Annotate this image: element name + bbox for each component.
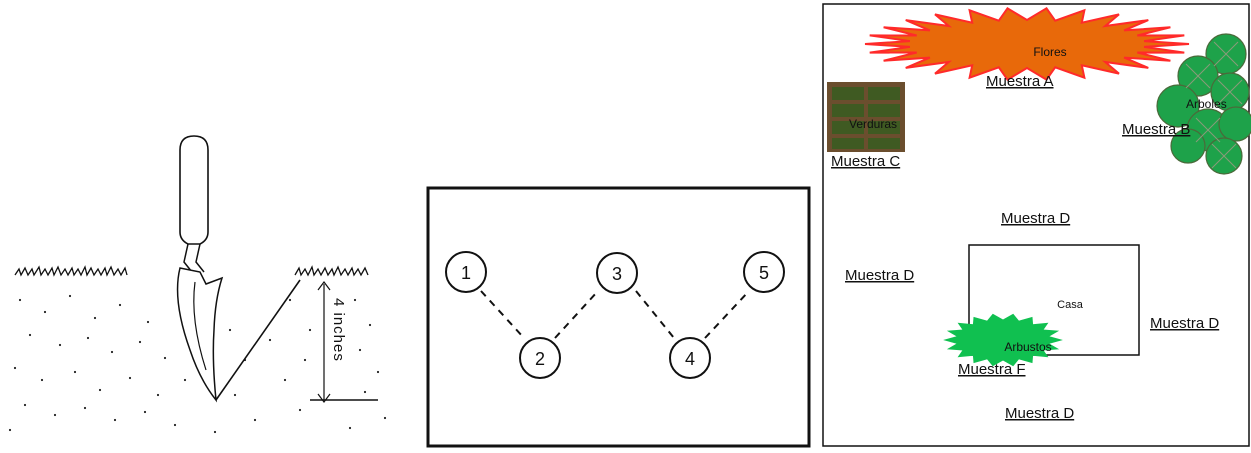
soil-dots xyxy=(8,294,387,434)
sample-point-2: 2 xyxy=(519,337,561,379)
zigzag-frame xyxy=(426,186,811,448)
sample-point-1: 1 xyxy=(445,251,487,293)
yard-map-panel: Flores Arboles xyxy=(822,3,1251,447)
svg-text:2: 2 xyxy=(535,349,545,369)
svg-text:4: 4 xyxy=(685,349,695,369)
arbustos-label: Arbustos xyxy=(1004,340,1051,354)
zigzag-path xyxy=(480,290,750,339)
trowel-blade-edge xyxy=(193,281,207,371)
sample-point-4: 4 xyxy=(669,337,711,379)
trees-cross-marks xyxy=(1185,41,1243,169)
grass-right xyxy=(294,265,369,277)
grass-left xyxy=(14,265,128,277)
sample-label-d-bottom: Muestra D xyxy=(1005,405,1074,422)
verduras-label: Verduras xyxy=(849,117,897,131)
casa-label: Casa xyxy=(1057,299,1084,311)
flower-bed-shape xyxy=(864,6,1190,82)
sample-label-c: Muestra C xyxy=(831,153,900,170)
sample-label-b: Muestra B xyxy=(1122,121,1190,138)
house-outline xyxy=(968,244,1140,356)
sample-label-a: Muestra A xyxy=(986,73,1054,90)
trowel-neck xyxy=(183,243,205,273)
sample-label-d-top: Muestra D xyxy=(1001,210,1070,227)
svg-text:3: 3 xyxy=(612,264,622,284)
trowel-panel: 4 inches xyxy=(8,135,387,434)
vegetable-garden xyxy=(827,82,905,152)
arboles-label: Arboles xyxy=(1186,97,1227,111)
trowel-handle xyxy=(179,135,209,245)
svg-text:5: 5 xyxy=(759,263,769,283)
depth-marker xyxy=(310,281,378,403)
sample-label-d-left: Muestra D xyxy=(845,267,914,284)
shrubs-shape xyxy=(943,313,1063,367)
sample-label-f: Muestra F xyxy=(958,361,1026,378)
sample-point-3: 3 xyxy=(596,252,638,294)
flores-label: Flores xyxy=(1033,45,1066,59)
depth-label: 4 inches xyxy=(330,298,347,362)
zigzag-panel: 1 2 3 4 5 xyxy=(426,186,811,448)
soil-cut-line xyxy=(215,279,301,401)
svg-text:1: 1 xyxy=(461,263,471,283)
sample-point-5: 5 xyxy=(743,251,785,293)
sample-label-d-right: Muestra D xyxy=(1150,315,1219,332)
